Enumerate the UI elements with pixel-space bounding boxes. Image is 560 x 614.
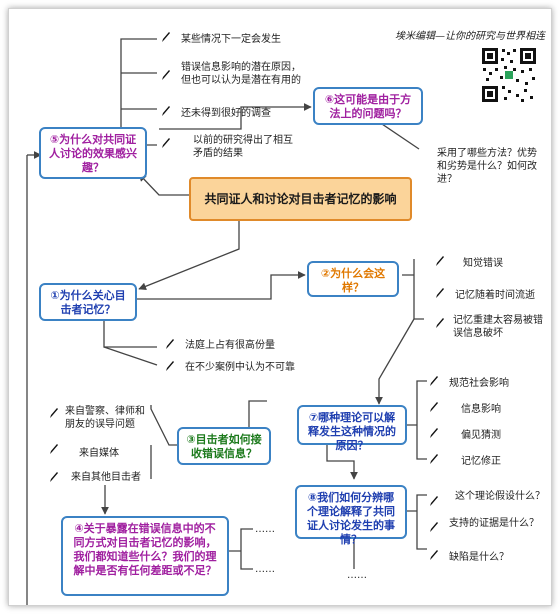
leaf-n3-1: 来自警察、律师和朋友的误导问题	[65, 406, 145, 430]
pencil-icon	[162, 138, 170, 148]
pencil-icon	[162, 32, 170, 42]
node-8-how-to-distinguish: ⑧我们如何分辨哪个理论解释了共同证人讨论发生的事情？	[295, 485, 407, 546]
leaf-n1-1: 法庭上占有很高份量	[185, 340, 275, 351]
leaf-n5-2: 错误信息影响的潜在原因，但也可以认为是潜在有用的	[181, 62, 301, 86]
leaf-n3-2: 来自媒体	[79, 448, 119, 459]
pencil-icon	[50, 472, 58, 482]
watermark: 埃米编辑—让你的研究与世界相连	[395, 31, 545, 42]
leaf-n5-3: 还未得到很好的调查	[181, 108, 271, 119]
central-topic: 共同证人和讨论对目击者记忆的影响	[189, 177, 412, 221]
leaf-n7-1: 规范社会影响	[449, 378, 509, 389]
pencil-icon	[162, 70, 170, 80]
node-6-method-problem: ⑥这可能是由于方法上的问题吗？	[313, 87, 423, 125]
pencil-icon	[436, 288, 444, 298]
node-3-how-receive-misinformation: ③目击者如何接收错误信息？	[177, 427, 271, 465]
leaf-n6-1: 采用了哪些方法？优势和劣势是什么？如何改进？	[437, 148, 537, 185]
leaf-n2-1: 知觉错误	[463, 258, 503, 269]
pencil-icon	[430, 522, 438, 532]
node-5-interest-in-co-witness: ⑤为什么对共同证人讨论的效果感兴趣？	[39, 127, 147, 179]
pencil-icon	[430, 550, 438, 560]
pencil-icon	[430, 428, 438, 438]
leaf-n3-3: 来自其他目击者	[71, 472, 141, 483]
leaf-n7-3: 偏见猜测	[461, 430, 501, 441]
pencil-icon	[430, 496, 438, 506]
node-7-which-theory: ⑦哪种理论可以解释发生这种情况的原因？	[297, 405, 407, 452]
qr-code-icon	[480, 46, 538, 104]
leaf-n2-3: 记忆重建太容易被错误信息破坏	[453, 315, 543, 339]
leaf-n7-2: 信息影响	[461, 404, 501, 415]
pencil-icon	[50, 444, 58, 454]
leaf-n8-3: 缺陷是什么？	[449, 552, 509, 563]
pencil-icon	[162, 106, 170, 116]
pencil-icon	[166, 361, 174, 371]
pencil-icon	[436, 318, 444, 328]
leaf-n8-more: ……	[347, 570, 367, 581]
node-4-exposure-effects: ④关于暴露在错误信息中的不同方式对目击者记忆的影响，我们都知道些什么？我们的理解…	[61, 516, 229, 596]
leaf-n5-1: 某些情况下一定会发生	[181, 34, 281, 45]
mind-map: 共同证人和讨论对目击者记忆的影响 ⑤为什么对共同证人讨论的效果感兴趣？ ⑥这可能…	[8, 8, 552, 606]
node-1-why-care: ①为什么关心目击者记忆？	[39, 283, 137, 321]
leaf-n2-2: 记忆随着时间流逝	[455, 290, 535, 301]
leaf-n8-1: 这个理论假设什么？	[455, 491, 545, 502]
node-2-why-happens: ②为什么会这样？	[307, 261, 399, 297]
leaf-n8-2: 支持的证据是什么？	[449, 518, 539, 529]
leaf-n4-1: ……	[255, 524, 275, 535]
pencil-icon	[436, 256, 444, 266]
pencil-icon	[430, 402, 438, 412]
pencil-icon	[166, 339, 174, 349]
leaf-n1-2: 在不少案例中认为不可靠	[185, 362, 295, 373]
leaf-n4-2: ……	[255, 564, 275, 575]
pencil-icon	[430, 376, 438, 386]
pencil-icon	[50, 408, 58, 418]
leaf-n5-4: 以前的研究得出了相互矛盾的结果	[193, 135, 293, 159]
leaf-n7-4: 记忆修正	[461, 456, 501, 467]
pencil-icon	[430, 454, 438, 464]
